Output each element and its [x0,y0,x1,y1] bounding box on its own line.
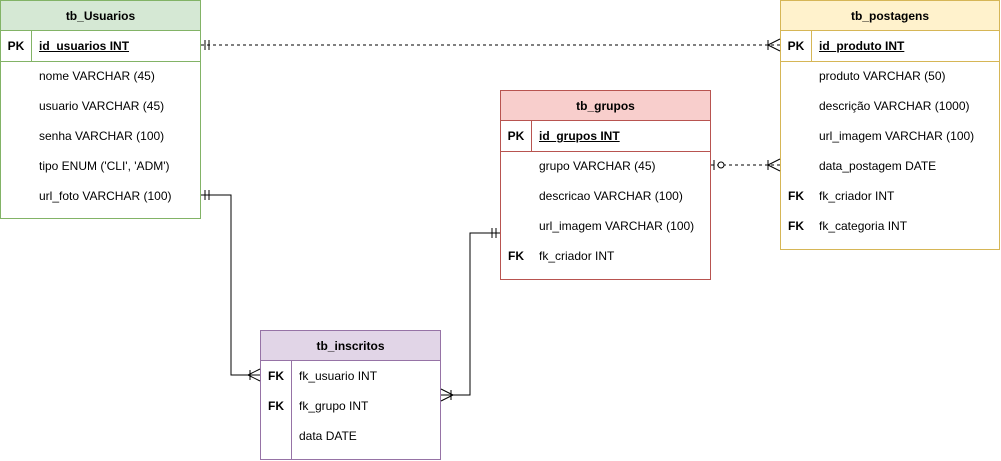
table-title: tb_grupos [501,91,710,121]
column-name: descrição VARCHAR (1000) [819,99,970,113]
column-row[interactable]: tipo ENUM ('CLI', 'ADM') [1,151,200,181]
key-label: FK [268,369,284,383]
table-tb-usuarios[interactable]: tb_Usuarios PK id_usuarios INT nome VARC… [0,0,201,219]
key-divider [31,31,32,61]
column-row[interactable]: url_imagem VARCHAR (100) [501,211,710,241]
pk-column: id_produto INT [819,39,905,53]
divider [1,61,200,62]
key-label: FK [788,219,804,233]
pk-label: PK [7,39,25,53]
key-label: FK [508,249,524,263]
column-row[interactable]: data DATE [261,421,440,451]
column-name: url_foto VARCHAR (100) [39,189,172,203]
column-row[interactable]: FK fk_criador INT [501,241,710,271]
pk-row[interactable]: PK id_usuarios INT [1,31,200,61]
column-name: senha VARCHAR (100) [39,129,165,143]
column-name: tipo ENUM ('CLI', 'ADM') [39,159,170,173]
pk-label: PK [507,129,525,143]
column-row[interactable]: url_foto VARCHAR (100) [1,181,200,211]
column-row[interactable]: senha VARCHAR (100) [1,121,200,151]
pk-column: id_grupos INT [539,129,620,143]
column-row[interactable]: FK fk_grupo INT [261,391,440,421]
column-name: usuario VARCHAR (45) [39,99,165,113]
column-name: grupo VARCHAR (45) [539,159,656,173]
column-name: descricao VARCHAR (100) [539,189,683,203]
column-row[interactable]: FK fk_usuario INT [261,361,440,391]
column-name: fk_grupo INT [299,399,369,413]
column-name: url_imagem VARCHAR (100) [539,219,695,233]
column-row[interactable]: descrição VARCHAR (1000) [781,91,999,121]
table-title: tb_postagens [781,1,999,31]
column-name: fk_criador INT [539,249,615,263]
column-name: fk_criador INT [819,189,895,203]
column-row[interactable]: grupo VARCHAR (45) [501,151,710,181]
relationship-grupos-inscritos[interactable] [440,228,500,402]
divider [501,151,710,152]
relationship-grupos-postagens[interactable] [711,158,781,172]
relationship-usuarios-inscritos[interactable] [201,190,261,382]
table-tb-postagens[interactable]: tb_postagens PK id_produto INT produto V… [780,0,1000,250]
column-row[interactable]: FK fk_categoria INT [781,211,999,241]
column-name: url_imagem VARCHAR (100) [819,129,975,143]
column-row[interactable]: FK fk_criador INT [781,181,999,211]
column-row[interactable]: descricao VARCHAR (100) [501,181,710,211]
divider [781,61,999,62]
key-label: FK [268,399,284,413]
column-row[interactable]: nome VARCHAR (45) [1,61,200,91]
key-divider [531,121,532,151]
column-row[interactable]: data_postagem DATE [781,151,999,181]
table-title: tb_inscritos [261,331,440,361]
column-name: fk_categoria INT [819,219,908,233]
column-row[interactable]: usuario VARCHAR (45) [1,91,200,121]
column-name: data DATE [299,429,357,443]
column-name: data_postagem DATE [819,159,937,173]
pk-column: id_usuarios INT [39,39,130,53]
pk-label: PK [787,39,805,53]
column-row[interactable]: url_imagem VARCHAR (100) [781,121,999,151]
key-divider [811,31,812,61]
key-label: FK [788,189,804,203]
column-name: nome VARCHAR (45) [39,69,155,83]
column-name: fk_usuario INT [299,369,378,383]
table-tb-inscritos[interactable]: tb_inscritos FK fk_usuario INT FK fk_gru… [260,330,441,460]
column-row[interactable]: produto VARCHAR (50) [781,61,999,91]
table-title: tb_Usuarios [1,1,200,31]
pk-row[interactable]: PK id_grupos INT [501,121,710,151]
table-tb-grupos[interactable]: tb_grupos PK id_grupos INT grupo VARCHAR… [500,90,711,280]
key-divider [291,361,292,460]
column-name: produto VARCHAR (50) [819,69,946,83]
relationship-usuarios-postagens[interactable] [201,38,781,52]
pk-row[interactable]: PK id_produto INT [781,31,999,61]
